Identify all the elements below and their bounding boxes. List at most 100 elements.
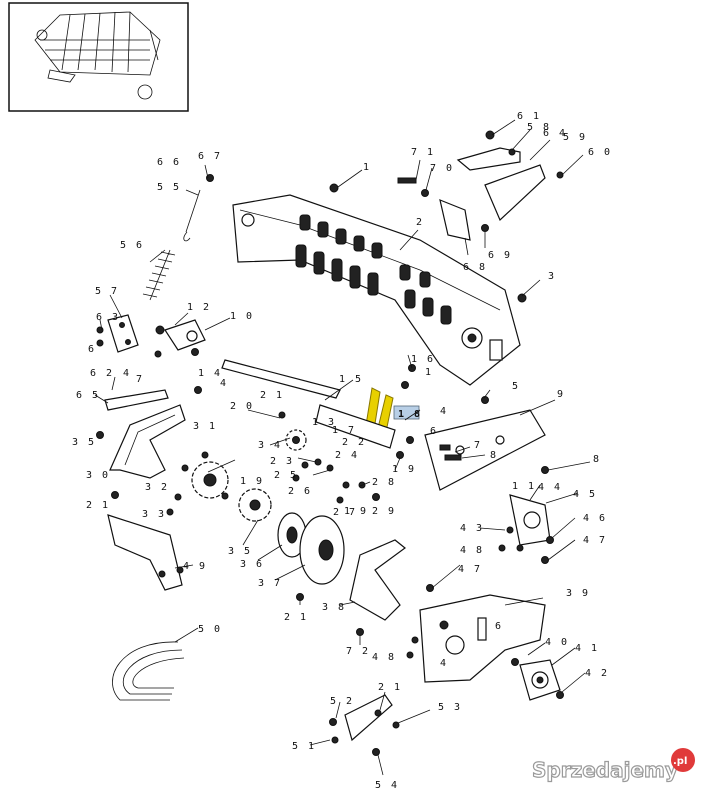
part-label: 6 2 (90, 368, 114, 379)
part-label: 6 7 (198, 151, 222, 162)
part-label: 4 8 (460, 545, 484, 556)
part-label: 5 8 (527, 122, 551, 133)
part-label: 2 4 (335, 450, 359, 461)
part-label: 6 8 (463, 262, 487, 273)
part-label: 6 4 (543, 128, 567, 139)
part-label: 6 5 (76, 390, 100, 401)
part-label: 3 3 (142, 509, 166, 520)
part-label: 2 2 (342, 437, 366, 448)
plate-9 (424, 409, 546, 491)
part-label: 1 1 (512, 481, 536, 492)
part-label: 3 (548, 271, 556, 282)
part-label: 2 1 (284, 612, 308, 623)
guard-30 (109, 404, 186, 479)
part-label: 5 1 (292, 741, 316, 752)
part-label: 4 0 (545, 637, 569, 648)
part-label: 2 3 (270, 456, 294, 467)
part-label: 2 1 (260, 390, 284, 401)
bracket-68 (439, 199, 471, 241)
part-label: 5 0 (198, 624, 222, 635)
plate-65 (104, 389, 169, 411)
part-label: 4 9 (183, 561, 207, 572)
part-label: 4 8 (372, 652, 396, 663)
highlight-label: 1 8 (398, 409, 422, 420)
part-label: 1 9 (392, 464, 416, 475)
spring-56 (142, 249, 176, 301)
part-label: 3 9 (566, 588, 590, 599)
part-label: 5 2 (330, 696, 354, 707)
bracket-44 (509, 494, 551, 546)
bracket-12 (164, 319, 206, 351)
part-label: 4 3 (460, 523, 484, 534)
bracket-57 (107, 314, 139, 353)
part-label: 1 3 (312, 417, 336, 428)
gear-34 (285, 429, 307, 451)
spring-rod-55 (183, 189, 201, 242)
part-label: 6 6 (157, 157, 181, 168)
highlighted-part-18 (365, 387, 420, 433)
part-label: 1 9 (344, 506, 368, 517)
watermark: Sprzedajemy .pl (531, 748, 695, 783)
part-label: 5 5 (157, 182, 181, 193)
part-label: 4 1 (575, 643, 599, 654)
part-label: 9 (557, 389, 565, 400)
part-label: 4 (440, 658, 448, 669)
pulley-37 (299, 515, 345, 585)
part-label: 7 (136, 374, 144, 385)
part-label: 3 8 (322, 602, 346, 613)
watermark-tld: .pl (673, 756, 687, 767)
leader-lines (94, 119, 591, 776)
part-label: 2 0 (230, 401, 254, 412)
part-label: 6 0 (588, 147, 612, 158)
part-label: 7 (474, 440, 482, 451)
bearing-42 (519, 659, 561, 701)
part-label: 1 0 (230, 311, 254, 322)
belt-50 (112, 641, 185, 701)
part-label: 3 6 (240, 559, 264, 570)
part-label: 5 6 (120, 240, 144, 251)
part-label: 4 7 (458, 564, 482, 575)
main-reel-housing (232, 194, 521, 386)
part-label: 3 1 (193, 421, 217, 432)
part-label: 4 7 (583, 535, 607, 546)
part-label: 4 (123, 368, 131, 379)
part-label: 1 6 (411, 354, 435, 365)
part-label: 1 (425, 367, 433, 378)
part-label: 3 0 (86, 470, 110, 481)
part-label: 4 5 (573, 489, 597, 500)
part-label: 1 (363, 162, 371, 173)
part-label: 6 3 (96, 312, 120, 323)
part-label: 4 2 (585, 668, 609, 679)
part-label: 3 5 (72, 437, 96, 448)
part-label: 2 6 (288, 486, 312, 497)
pickup-assembly-thumbnail (8, 2, 189, 112)
bolts (96, 130, 564, 756)
part-label: 1 4 (198, 368, 222, 379)
part-label: 7 0 (430, 163, 454, 174)
part-label: 3 7 (258, 578, 282, 589)
part-label: 3 2 (145, 482, 169, 493)
part-label: 4 (220, 378, 228, 389)
part-label: 1 5 (339, 374, 363, 385)
part-label: 5 4 (375, 780, 399, 791)
part-label: 7 2 (346, 646, 370, 657)
part-label: 5 7 (95, 286, 119, 297)
guard-59 (456, 147, 546, 222)
part-label: 2 1 (86, 500, 110, 511)
part-label: 2 8 (372, 477, 396, 488)
part-label: 2 5 (274, 470, 298, 481)
part-label: 3 4 (258, 440, 282, 451)
plate-53 (344, 694, 393, 742)
part-labels: 6 1 5 8 6 4 5 9 6 0 7 1 7 0 1 6 6 6 7 5 … (72, 111, 612, 791)
part-label: 5 (512, 381, 520, 392)
frame-39 (419, 594, 546, 683)
sprocket-19 (191, 461, 272, 522)
part-label: 5 9 (563, 132, 587, 143)
part-label: 6 1 (517, 111, 541, 122)
part-label: 6 (430, 426, 438, 437)
part-label: 1 7 (332, 425, 356, 436)
watermark-brand: Sprzedajemy (532, 758, 678, 782)
part-label: 6 (495, 621, 503, 632)
part-label: 5 3 (438, 702, 462, 713)
